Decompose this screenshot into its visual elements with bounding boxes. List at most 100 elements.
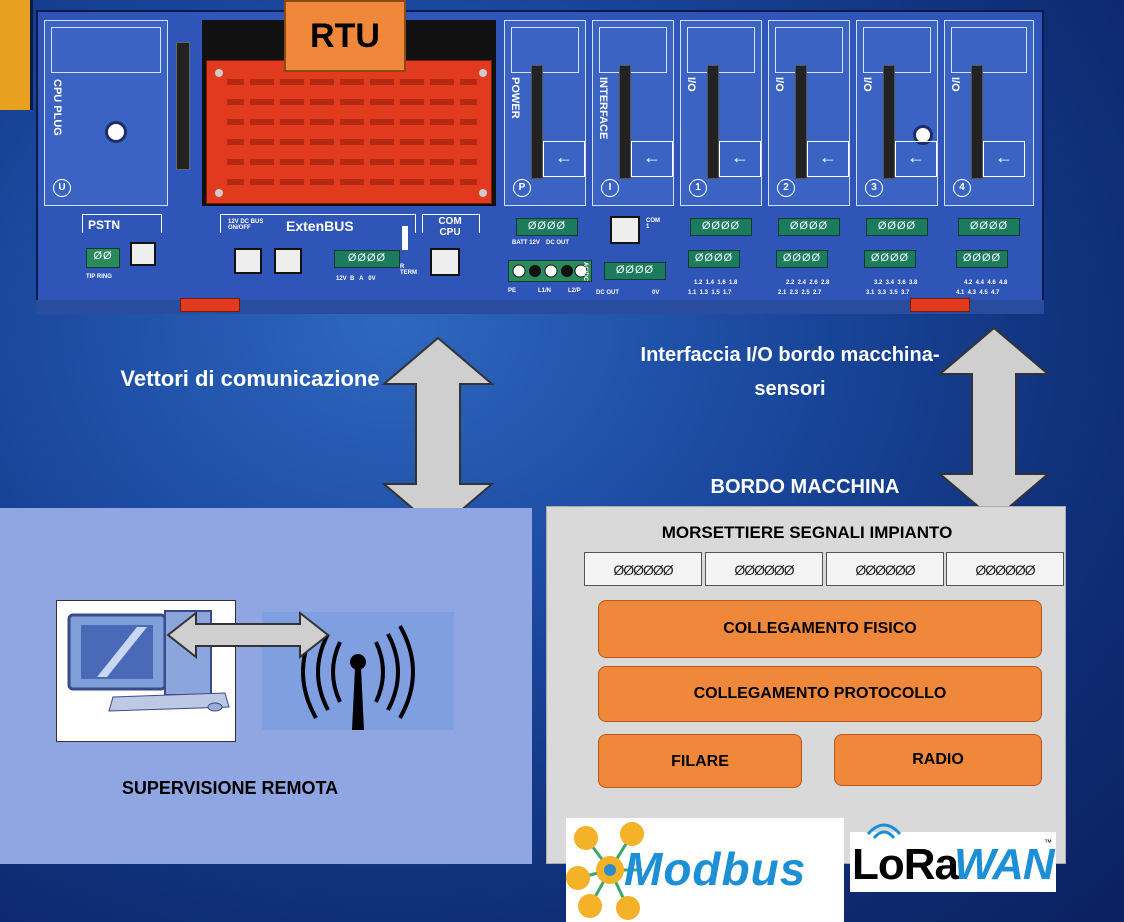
extenbus-bracket bbox=[220, 214, 416, 233]
extenbus-label: ExtenBUS bbox=[286, 218, 354, 234]
io-pins-top: 3.2 3.4 3.6 3.8 bbox=[874, 280, 918, 286]
term-switch-icon bbox=[402, 226, 408, 250]
morsettiere-label: MORSETTIERE SEGNALI IMPIANTO bbox=[661, 523, 953, 542]
rtu-device: CPU PLUG U bbox=[36, 10, 1044, 302]
din-rail bbox=[36, 300, 1044, 314]
cpu-plug-label: CPU PLUG bbox=[51, 79, 63, 136]
slot-window bbox=[687, 27, 755, 73]
double-arrow-icon bbox=[381, 336, 495, 532]
io-terminal-top: ØØØØ bbox=[866, 218, 928, 236]
io-terminal-top: ØØØØ bbox=[778, 218, 840, 236]
modbus-network-icon bbox=[566, 822, 644, 920]
terminal-glyphs: ØØØØØØ bbox=[855, 562, 915, 578]
com-cpu-jack-icon bbox=[430, 248, 460, 276]
rtu-badge: RTU bbox=[284, 0, 406, 72]
terminal-block: ØØØØØØ bbox=[826, 552, 944, 586]
io-terminal-bottom: ØØØØ bbox=[776, 250, 828, 268]
slot-number-badge: P bbox=[513, 179, 531, 197]
slot-label: I/O bbox=[949, 77, 961, 92]
io-pins-bottom: 1.1 1.3 1.5 1.7 bbox=[688, 290, 732, 296]
io-pins-top: 2.2 2.4 2.6 2.8 bbox=[786, 280, 830, 286]
collegamento-fisico-box: COLLEGAMENTO FISICO bbox=[598, 600, 1042, 658]
slot-window bbox=[775, 27, 843, 73]
slot-io-3: I/O ← 3 bbox=[856, 20, 938, 206]
slot-power: POWER ← P bbox=[504, 20, 586, 206]
extenbus-terminal: ØØØØ bbox=[334, 250, 400, 268]
extenbus-pins: 12V B A 0V bbox=[336, 276, 376, 282]
heatsink-vents bbox=[215, 69, 487, 197]
lorawan-signal-icon bbox=[866, 823, 902, 840]
slot-number-badge: 2 bbox=[777, 179, 795, 197]
slot-number-badge: 4 bbox=[953, 179, 971, 197]
extenbus-jack-icon bbox=[234, 248, 262, 274]
slot-window bbox=[599, 27, 667, 73]
release-lever-icon: ← bbox=[543, 141, 585, 177]
pstn-bracket bbox=[82, 214, 162, 233]
slot-number-badge: U bbox=[53, 179, 71, 197]
pstn-jack-icon bbox=[130, 242, 156, 266]
release-lever-icon: ← bbox=[807, 141, 849, 177]
pe-label: PE bbox=[508, 288, 517, 294]
io-pins-bottom: 3.1 3.3 3.5 3.7 bbox=[866, 290, 910, 296]
din-clip bbox=[180, 298, 240, 312]
cpu-plug-slot: CPU PLUG U bbox=[44, 20, 168, 206]
interface-0v-label: 0V bbox=[652, 290, 660, 296]
connector-rail bbox=[883, 65, 895, 179]
io-pins-top: 4.2 4.4 4.6 4.8 bbox=[964, 280, 1008, 286]
slot-window bbox=[863, 27, 931, 73]
pstn-terminal: ØØ bbox=[86, 248, 120, 268]
slot-io-1: I/O ← 1 bbox=[680, 20, 762, 206]
connector-rail bbox=[176, 42, 190, 170]
power-terminal-top: ØØØØ bbox=[516, 218, 578, 236]
modbus-logo: Modbus bbox=[566, 818, 844, 922]
slot-number-badge: 1 bbox=[689, 179, 707, 197]
modbus-wordmark: Modbus bbox=[624, 843, 807, 895]
bordo-macchina-label: BORDO MACCHINA bbox=[710, 476, 900, 498]
tip-ring-label: TIP RING bbox=[86, 274, 112, 280]
supervisione-label: SUPERVISIONE REMOTA bbox=[121, 778, 339, 798]
filare-box: FILARE bbox=[598, 734, 802, 788]
release-lever-icon: ← bbox=[983, 141, 1025, 177]
term-label: R TERM bbox=[400, 264, 417, 276]
release-lever-icon: ← bbox=[719, 141, 761, 177]
com1-jack-icon bbox=[610, 216, 640, 244]
radio-box: RADIO bbox=[834, 734, 1042, 786]
com1-label: COM 1 bbox=[646, 218, 660, 230]
horizontal-double-arrow-icon bbox=[166, 610, 330, 660]
interface-dc-out-label: DC OUT bbox=[596, 290, 619, 296]
release-lever-icon: ← bbox=[895, 141, 937, 177]
cpu-heatsink bbox=[206, 60, 492, 204]
computer-icon bbox=[67, 610, 230, 712]
connector-rail bbox=[971, 65, 983, 179]
terminal-block: ØØØØØØ bbox=[946, 552, 1064, 586]
slot-window bbox=[951, 27, 1027, 73]
io-pins-bottom: 2.1 2.3 2.5 2.7 bbox=[778, 290, 822, 296]
screw-icon bbox=[105, 121, 127, 143]
screw-icon bbox=[913, 125, 933, 145]
interfaccia-label: Interfaccia I/O bordo macchina-sensori bbox=[640, 344, 940, 400]
pstn-label: PSTN bbox=[88, 218, 121, 232]
io-terminal-top: ØØØØ bbox=[690, 218, 752, 236]
slot-number-badge: I bbox=[601, 179, 619, 197]
connector-rail bbox=[707, 65, 719, 179]
supervisione-panel: SUPERVISIONE REMOTA bbox=[0, 508, 532, 864]
slot-io-2: I/O ← 2 bbox=[768, 20, 850, 206]
din-clip bbox=[910, 298, 970, 312]
io-terminal-bottom: ØØØØ bbox=[956, 250, 1008, 268]
terminal-glyphs: ØØØØØØ bbox=[734, 562, 794, 578]
io-terminal-bottom: ØØØØ bbox=[864, 250, 916, 268]
terminal-block: ØØØØØØ bbox=[584, 552, 702, 586]
batt-label: BATT 12V bbox=[512, 240, 540, 246]
slot-window bbox=[51, 27, 161, 73]
acdc-label: AC/DC bbox=[582, 262, 588, 281]
slot-window bbox=[511, 27, 579, 73]
lorawan-tm: ™ bbox=[1044, 838, 1052, 847]
interface-terminal: ØØØØ bbox=[604, 262, 666, 280]
release-lever-icon: ← bbox=[631, 141, 673, 177]
slot-interface: INTERFACE ← I bbox=[592, 20, 674, 206]
io-pins-top: 1.2 1.4 1.6 1.8 bbox=[694, 280, 738, 286]
collegamento-protocollo-box: COLLEGAMENTO PROTOCOLLO bbox=[598, 666, 1042, 722]
terminal-glyphs: ØØØØØØ bbox=[975, 562, 1035, 578]
l2p-label: L2/P bbox=[568, 288, 581, 294]
slot-number-badge: 3 bbox=[865, 179, 883, 197]
